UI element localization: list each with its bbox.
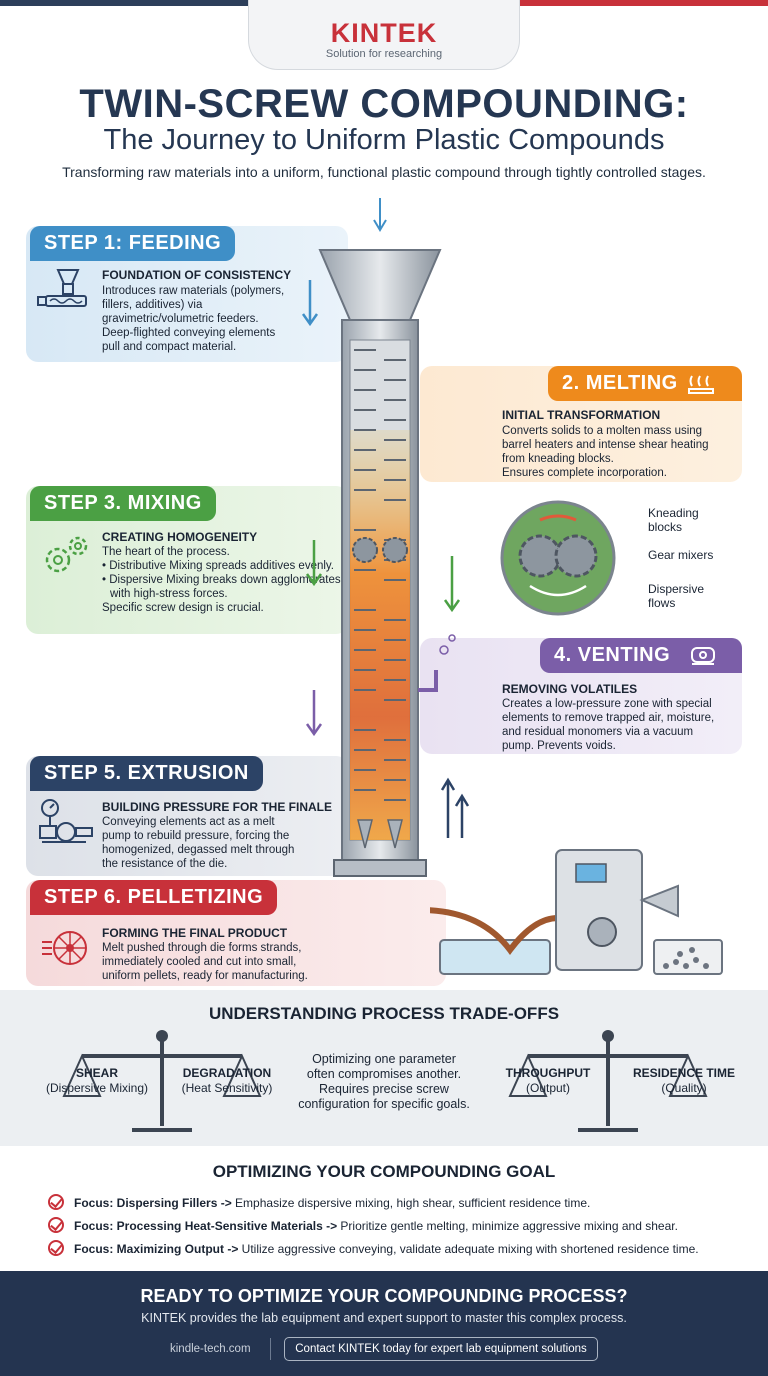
footer-subtitle: KINTEK provides the lab equipment and ex…: [141, 1311, 627, 1325]
balance-scale-left-icon: [62, 1030, 262, 1132]
footer-site-link[interactable]: kindle-tech.com: [170, 1343, 251, 1355]
mixing-zoom-circle: [500, 500, 616, 616]
optimizing-item: Focus: Processing Heat-Sensitive Materia…: [48, 1217, 678, 1233]
intro-text: Transforming raw materials into a unifor…: [62, 164, 706, 180]
flow-arrow-down-green-right: [443, 556, 461, 613]
tradeoffs-title: UNDERSTANDING PROCESS TRADE-OFFS: [208, 1004, 560, 1023]
tradeoff-degradation: DEGRADATION(Heat Sensitivity): [181, 1066, 273, 1095]
flow-arrow-down-blue: [301, 280, 319, 327]
step-subtitle-extrusion: BUILDING PRESSURE FOR THE FINALE: [102, 800, 333, 814]
pelletizer-icon: [42, 931, 87, 965]
check-icon: [48, 1217, 64, 1233]
step-title-feeding: STEP 1: FEEDING: [30, 226, 236, 261]
flow-arrow-down-green: [305, 540, 323, 587]
page-title: TWIN-SCREW COMPOUNDING:: [79, 82, 689, 126]
logo-tab: [248, 0, 520, 70]
vacuum-pump-icon: [691, 647, 715, 665]
heat-icon: [688, 375, 714, 394]
footer-banner: [0, 1271, 768, 1376]
twin-screw-extruder-illustration: [318, 198, 456, 877]
top-accent-right: [518, 0, 768, 6]
optimizing-item: Focus: Maximizing Output -> Utilize aggr…: [48, 1240, 699, 1256]
callout-gear-mixers: Gear mixers: [648, 548, 714, 562]
optimizing-title: OPTIMIZING YOUR COMPOUNDING GOAL: [212, 1162, 556, 1181]
step-body-pelletizing: Melt pushed through die forms strands,im…: [102, 942, 308, 982]
feeder-icon: [37, 269, 87, 307]
step-subtitle-pelletizing: FORMING THE FINAL PRODUCT: [102, 926, 288, 940]
footer-title: READY TO OPTIMIZE YOUR COMPOUNDING PROCE…: [140, 1286, 628, 1306]
step-title-mixing: STEP 3. MIXING: [30, 486, 216, 521]
step-subtitle-melting: INITIAL TRANSFORMATION: [502, 408, 661, 422]
callout-dispersive-flows: Dispersive flows: [648, 582, 705, 610]
step-title-melting: 2. MELTING: [548, 366, 742, 401]
step-subtitle-venting: REMOVING VOLATILES: [502, 682, 638, 696]
step-title-pelletizing: STEP 6. PELLETIZING: [30, 880, 278, 915]
optimizing-item: Focus: Dispersing Fillers -> Emphasize d…: [48, 1194, 590, 1210]
contact-button[interactable]: Contact KINTEK today for expert lab equi…: [284, 1337, 598, 1361]
step-body-mixing: The heart of the process. Distributive M…: [102, 545, 342, 615]
step-subtitle-feeding: FOUNDATION OF CONSISTENCY: [102, 268, 292, 282]
gears-icon: [45, 536, 88, 573]
check-icon: [48, 1194, 64, 1210]
footer-divider: [270, 1338, 271, 1360]
tradeoff-shear: SHEAR(Dispersive Mixing): [45, 1066, 149, 1095]
brand-logo: KINTEK: [330, 18, 438, 48]
brand-tagline: Solution for researching: [325, 48, 443, 60]
flow-arrow-down-purple: [305, 690, 323, 737]
step-subtitle-mixing: CREATING HOMOGENEITY: [102, 530, 258, 544]
top-accent-left: [0, 0, 250, 6]
tradeoff-throughput: THROUGHPUT(Output): [505, 1066, 591, 1095]
tradeoffs-section: [0, 990, 768, 1146]
step-title-extrusion: STEP 5. EXTRUSION: [30, 756, 263, 791]
flow-arrow-up-extrusion: [440, 777, 470, 838]
check-icon: [48, 1240, 64, 1256]
step-title-venting: 4. VENTING: [540, 638, 742, 673]
balance-scale-right-icon: [508, 1030, 708, 1132]
step-body-venting: Creates a low-pressure zone with special…: [502, 698, 715, 752]
melt-pump-icon: [39, 799, 93, 843]
page-subtitle: The Journey to Uniform Plastic Compounds: [103, 124, 665, 156]
callout-kneading-blocks: Kneading blocks: [648, 506, 699, 534]
tradeoff-residence-time: RESIDENCE TIME(Quality): [632, 1066, 735, 1095]
step-body-feeding: Introduces raw materials (polymers,fille…: [102, 285, 285, 353]
pelletizer-machine-illustration: [430, 849, 723, 975]
